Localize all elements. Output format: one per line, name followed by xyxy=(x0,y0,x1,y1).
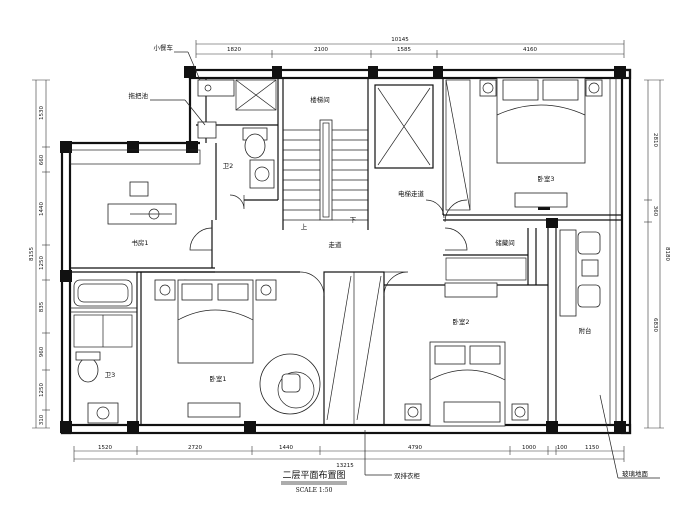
dim-bottom-4: 4790 xyxy=(408,445,422,451)
label-elevator-hall: 电梯走道 xyxy=(398,189,425,198)
dimension-texts: 10145 1820 2100 1585 4160 13215 1520 272… xyxy=(29,37,670,469)
dimension-lines xyxy=(32,40,664,462)
label-bedroom3: 卧室3 xyxy=(537,174,554,183)
dim-right-3: 6830 xyxy=(652,318,658,332)
label-corridor: 走道 xyxy=(329,240,343,249)
dim-left-4: 1250 xyxy=(39,256,45,270)
dim-left-3: 1440 xyxy=(39,202,45,216)
room-labels: 楼梯间 卫2 书房1 走道 电梯走道 卧室3 储藏间 卧室1 卧室2 卫3 附台… xyxy=(105,95,592,383)
dim-top-2: 2100 xyxy=(314,47,328,53)
dim-bottom-3: 1440 xyxy=(279,445,293,451)
interior-walls xyxy=(70,78,622,426)
label-wc2: 卫2 xyxy=(223,162,234,170)
callout-labels: 小餐车 拖把池 双排衣柜 玻璃地面 xyxy=(129,43,649,480)
callout-glass-floor: 玻璃地面 xyxy=(622,469,649,478)
callout-leaders xyxy=(150,51,660,479)
callout-small-cabinet: 小餐车 xyxy=(154,43,174,52)
drawing-scale: SCALE 1:50 xyxy=(296,487,333,494)
label-annex: 附台 xyxy=(579,326,592,335)
dim-top-overall: 10145 xyxy=(391,37,409,43)
label-up: 上 xyxy=(301,222,308,231)
label-storage: 储藏间 xyxy=(495,238,515,247)
dim-top-3: 1585 xyxy=(397,47,411,53)
dim-bottom-7: 1150 xyxy=(585,445,599,451)
dim-left-8: 310 xyxy=(39,414,45,425)
furniture xyxy=(69,77,603,427)
drawing-title: 二层平面布置图 xyxy=(282,469,345,481)
dim-right-2: 360 xyxy=(652,206,658,217)
label-study: 书房1 xyxy=(131,238,148,247)
callout-double-wardrobe: 双排衣柜 xyxy=(394,471,421,480)
dim-top-4: 4160 xyxy=(523,47,537,53)
dim-right-1: 2810 xyxy=(652,133,658,147)
dim-top-1: 1820 xyxy=(227,47,241,53)
label-wc3: 卫3 xyxy=(105,371,116,379)
dim-bottom-2: 2720 xyxy=(188,445,202,451)
dim-left-5: 835 xyxy=(39,301,45,312)
dim-bottom-overall: 13215 xyxy=(336,463,354,469)
dim-bottom-5: 1000 xyxy=(522,445,536,451)
label-bedroom1: 卧室1 xyxy=(209,374,226,383)
label-down: 下 xyxy=(350,216,357,224)
dim-left-1: 1530 xyxy=(39,106,45,120)
dim-left-overall: 8155 xyxy=(29,247,35,261)
stair-treads xyxy=(283,119,368,221)
dim-left-2: 660 xyxy=(39,154,45,165)
label-stair: 楼梯间 xyxy=(310,95,330,104)
dim-left-7: 1250 xyxy=(39,383,45,397)
label-bedroom2: 卧室2 xyxy=(452,317,469,326)
dim-right-overall: 8180 xyxy=(664,247,670,261)
callout-laundry-pool: 拖把池 xyxy=(129,91,149,100)
title-block: 二层平面布置图 SCALE 1:50 xyxy=(281,469,347,494)
dim-bottom-6: 100 xyxy=(557,445,568,451)
dim-left-6: 960 xyxy=(39,346,45,357)
dim-bottom-1: 1520 xyxy=(98,445,112,451)
